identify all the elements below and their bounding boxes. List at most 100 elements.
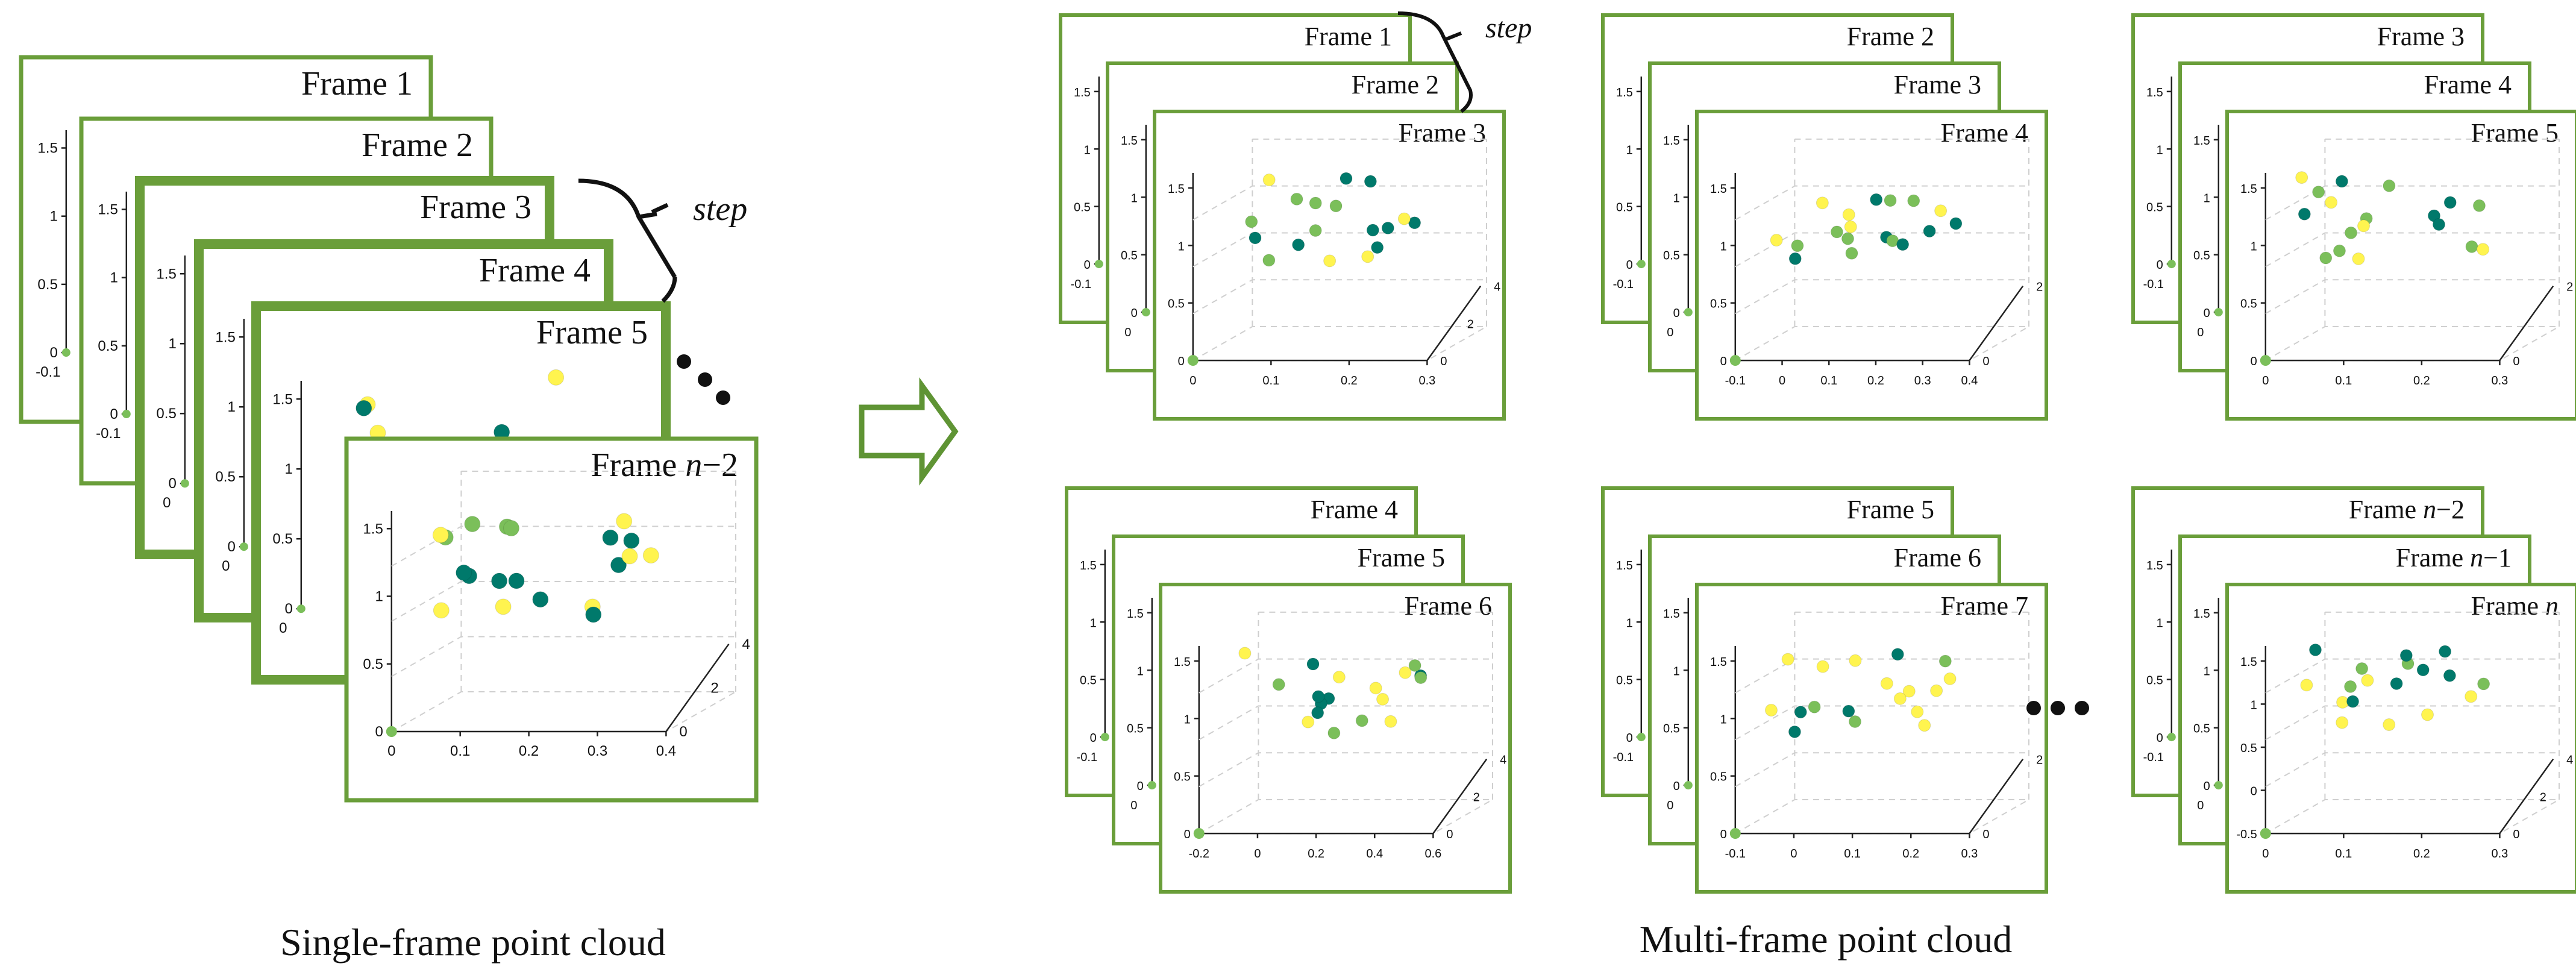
cloud-point: [456, 564, 472, 581]
frame-title: Frame 7: [1941, 591, 2028, 621]
back-grid: [2324, 138, 2560, 327]
z-tick-label: 0.5: [1616, 201, 1633, 215]
cloud-point: [532, 591, 549, 608]
cloud-point: [1262, 254, 1276, 267]
z-axis: 00.511.5: [2146, 77, 2173, 272]
z-tick-label: 0.5: [2240, 298, 2257, 311]
cloud-point: [2465, 690, 2478, 703]
frame-title: Frame 3: [1894, 70, 1981, 99]
origin-point: [1094, 260, 1103, 269]
frame-title: Frame 6: [1894, 543, 1981, 572]
y-axis-line: [1432, 758, 1488, 834]
point-cloud: [432, 513, 659, 623]
cloud-point: [602, 529, 619, 546]
frame-border: [1153, 110, 1506, 421]
cloud-point: [621, 548, 638, 565]
frame-title: Frame 5: [1847, 495, 1934, 524]
y-tick-label: 0: [2513, 355, 2519, 368]
cloud-point: [2298, 207, 2311, 221]
z-axis: 00.511.5: [363, 511, 393, 740]
z-tick-label: 0.5: [1616, 674, 1633, 688]
y-axis: 024: [665, 636, 750, 740]
cloud-point: [1938, 654, 1952, 668]
z-tick-label: 0: [1673, 780, 1680, 793]
cloud-point: [1884, 194, 1897, 207]
frame-title: Frame 2: [1847, 22, 1934, 51]
frame-title: Frame 5: [2471, 118, 2559, 148]
bracket-path: [578, 178, 677, 303]
ellipsis-dots: [2026, 701, 2089, 715]
y-axis: 02: [1969, 281, 2043, 368]
z-tick-label: 0: [1084, 259, 1091, 272]
cloud-point: [1896, 238, 1910, 251]
z-tick-label: 0: [227, 539, 235, 555]
grid-line: [2265, 185, 2559, 221]
cloud-point: [1930, 684, 1943, 697]
cloud-point: [1249, 231, 1262, 245]
frame-title: Frame 4: [1941, 118, 2028, 148]
cloud-point: [464, 516, 481, 533]
bracket-tick: [651, 202, 669, 215]
z-tick-label: 0: [2157, 732, 2163, 745]
z-tick-label: 1.5: [272, 391, 292, 407]
y-tick-label: 2: [2540, 791, 2546, 804]
x-tick-label: 0.3: [588, 743, 607, 759]
z-tick-label: 1.5: [2193, 134, 2210, 148]
z-tick-label: 0: [168, 475, 176, 492]
z-tick-label: 1: [1673, 192, 1680, 205]
y-axis-line: [2499, 758, 2554, 834]
origin-point: [2260, 355, 2271, 366]
frame-title: Frame n: [2471, 591, 2559, 621]
x-tick-label: 0.1: [450, 743, 470, 759]
z-tick-label: 1: [1626, 143, 1633, 157]
cloud-point: [1907, 194, 1920, 207]
cloud-point: [1816, 196, 1829, 210]
z-tick-label: 0: [2204, 307, 2210, 320]
y-tick-label: 0: [2513, 828, 2519, 841]
cloud-point: [2312, 186, 2325, 199]
grid-line: [1735, 658, 2029, 694]
frame-title: Frame 2: [1352, 70, 1439, 99]
x-tick-label: 0: [222, 558, 230, 574]
cloud-point: [2333, 244, 2346, 257]
z-tick-label: 1.5: [363, 521, 383, 537]
back-grid: [1794, 611, 2029, 800]
cloud-point: [1842, 208, 1855, 221]
x-tick-label: 0.4: [1366, 847, 1383, 861]
cloud-point: [548, 369, 565, 386]
z-tick-label: -0.5: [2236, 828, 2257, 841]
cloud-point: [585, 606, 602, 623]
z-tick-label: 1: [375, 589, 383, 605]
x-tick-label: -0.1: [1725, 374, 1746, 387]
cloud-point: [1245, 215, 1258, 228]
frame-title: Frame 3: [1399, 118, 1486, 148]
y-axis: 024: [1426, 281, 1500, 368]
origin-point: [1729, 828, 1741, 839]
z-axis: 00.511.5: [1074, 77, 1100, 272]
back-grid: [1794, 138, 2029, 327]
ellipsis-dot: [2075, 701, 2089, 715]
origin-point: [1637, 733, 1646, 742]
cloud-point: [356, 400, 372, 416]
grid-line: [1735, 752, 2029, 788]
y-axis: 02: [2499, 281, 2573, 368]
y-tick-label: 4: [1494, 281, 1500, 294]
z-tick-label: 0.5: [363, 656, 383, 672]
y-tick-label: 2: [1473, 791, 1480, 804]
x-tick-label: 0: [1254, 847, 1261, 861]
cloud-point: [2477, 677, 2490, 691]
z-tick-label: 0.5: [1080, 674, 1097, 688]
cloud-point: [2416, 663, 2430, 677]
y-tick-label: 2: [1467, 318, 1474, 331]
z-tick-label: 1: [1178, 240, 1185, 253]
z-tick-label: 0.5: [98, 338, 118, 354]
z-tick-label: 1: [1720, 240, 1727, 253]
z-tick-label: 0.5: [1663, 249, 1680, 263]
frame-title: Frame 3: [2377, 22, 2465, 51]
grid-line: [2265, 752, 2559, 788]
x-tick-label: 0.4: [1961, 374, 1978, 387]
